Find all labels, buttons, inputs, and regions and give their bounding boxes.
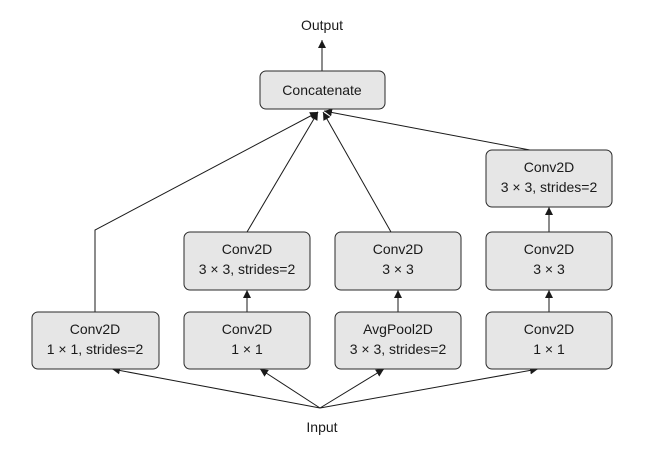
branch4-conv2d-3x3-strided-title: Conv2D <box>524 159 575 175</box>
branch4-conv2d-3x3-strided-params: 3 × 3, strides=2 <box>501 179 598 195</box>
edge-input-to-b2-conv1 <box>259 368 321 409</box>
edge-input-to-b1-conv <box>111 366 321 409</box>
branch3-avgpool2d-title: AvgPool2D <box>363 321 433 337</box>
edges <box>94 40 553 409</box>
edge-b4-conv3-to-concat <box>323 108 531 151</box>
branch1-conv2d-title: Conv2D <box>70 321 121 337</box>
branch3-avgpool2d-node: AvgPool2D 3 × 3, strides=2 <box>334 311 462 370</box>
branch1-conv2d-1x1-strided-node: Conv2D 1 × 1, strides=2 <box>31 311 160 370</box>
branch4-conv2d-1x1-title: Conv2D <box>524 321 575 337</box>
branch2-conv2d-1x1-params: 1 × 1 <box>231 341 263 357</box>
concatenate-node: Concatenate <box>259 70 386 110</box>
branch2-conv2d-3x3-params: 3 × 3, strides=2 <box>199 261 296 277</box>
input-label: Input <box>306 419 337 435</box>
branch4-conv2d-3x3-params: 3 × 3 <box>533 261 565 277</box>
output-label: Output <box>301 17 343 33</box>
branch2-conv2d-3x3-title: Conv2D <box>222 241 273 257</box>
branch4-conv2d-1x1-node: Conv2D 1 × 1 <box>485 311 613 370</box>
branch4-conv2d-3x3-node: Conv2D 3 × 3 <box>485 231 613 291</box>
branch4-conv2d-3x3-title: Conv2D <box>524 241 575 257</box>
branch2-conv2d-1x1-node: Conv2D 1 × 1 <box>183 311 311 370</box>
branch3-conv2d-3x3-params: 3 × 3 <box>382 261 414 277</box>
branch3-conv2d-3x3-node: Conv2D 3 × 3 <box>334 231 462 291</box>
edge-b1-conv-to-concat <box>94 111 319 312</box>
branch4-conv2d-1x1-params: 1 × 1 <box>533 341 565 357</box>
edge-b3-conv-to-concat <box>322 111 392 233</box>
branch3-conv2d-3x3-title: Conv2D <box>373 241 424 257</box>
branch1-conv2d-params: 1 × 1, strides=2 <box>47 341 144 357</box>
branch3-avgpool2d-params: 3 × 3, strides=2 <box>350 341 447 357</box>
edge-input-to-b4-conv1 <box>319 366 539 409</box>
branch4-conv2d-3x3-strided-node: Conv2D 3 × 3, strides=2 <box>485 149 613 208</box>
branch2-conv2d-3x3-strided-node: Conv2D 3 × 3, strides=2 <box>183 231 311 291</box>
concatenate-label: Concatenate <box>282 82 362 98</box>
edge-input-to-b3-pool <box>319 368 385 409</box>
edge-b2-conv2-to-concat <box>246 111 319 233</box>
branch2-conv2d-1x1-title: Conv2D <box>222 321 273 337</box>
